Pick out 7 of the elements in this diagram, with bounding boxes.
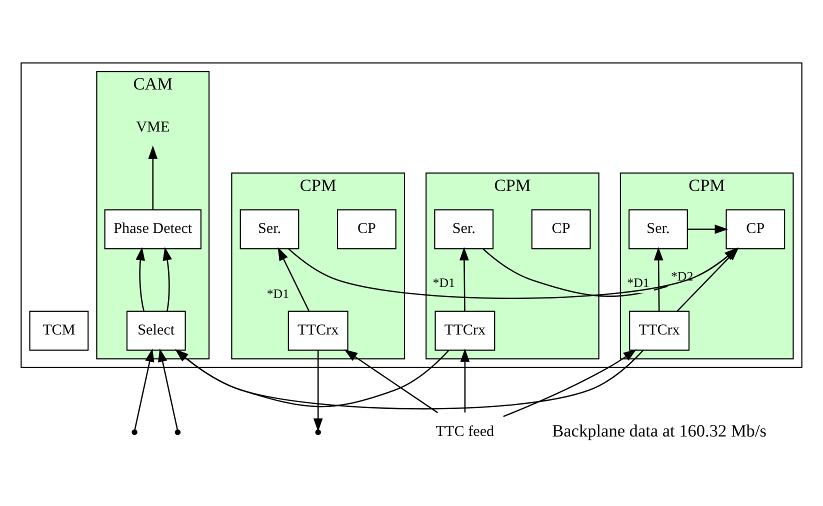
node-text: VME — [136, 120, 170, 136]
edge-label: *D1 — [432, 274, 456, 290]
edge-label: *D2 — [670, 268, 694, 284]
label: Backplane data at 160.32 Mb/s — [552, 421, 766, 440]
node-text: TTC feed — [436, 424, 494, 440]
edge-label: *D1 — [627, 274, 650, 290]
edge-label: *D1 — [266, 286, 290, 302]
